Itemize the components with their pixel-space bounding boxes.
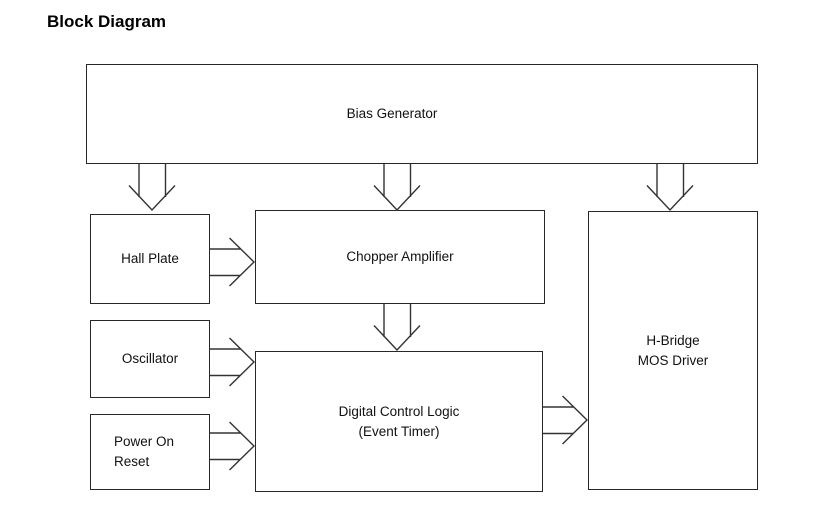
arrow-digital-control-logic-to-h-bridge-icon [543, 395, 589, 445]
block-chopper-amplifier: Chopper Amplifier [255, 210, 545, 304]
block-digital-control-logic: Digital Control Logic (Event Timer) [255, 351, 543, 492]
page-title: Block Diagram [47, 12, 167, 31]
block-hall-plate: Hall Plate [90, 214, 210, 304]
block-bias-generator: Bias Generator [86, 64, 758, 164]
arrow-bias-generator-to-hall-plate-icon [128, 164, 176, 212]
block-oscillator: Oscillator [90, 320, 210, 398]
block-label-line1: Digital Control Logic [338, 403, 460, 419]
arrow-bias-generator-to-h-bridge-icon [646, 164, 694, 212]
block-power-on-reset: Power On Reset [90, 414, 210, 490]
block-label-line2: (Event Timer) [358, 423, 440, 439]
block-label-line1: Power On [114, 434, 175, 449]
block-label-line2: MOS Driver [637, 352, 709, 368]
block-label: Oscillator [121, 351, 179, 366]
block-label: Hall Plate [121, 251, 179, 266]
block-label: Chopper Amplifier [346, 249, 454, 264]
block-h-bridge-mos-driver: H-Bridge MOS Driver [588, 211, 758, 490]
arrow-chopper-amplifier-to-digital-control-logic-icon [373, 304, 421, 352]
arrow-power-on-reset-to-digital-control-logic-icon [210, 421, 256, 471]
arrow-hall-plate-to-chopper-amplifier-icon [210, 237, 256, 287]
block-label: Bias Generator [346, 106, 438, 121]
arrow-oscillator-to-digital-control-logic-icon [210, 337, 256, 387]
block-label-line2: Reset [114, 454, 150, 469]
block-label-line1: H-Bridge [646, 332, 700, 348]
arrow-bias-generator-to-chopper-amplifier-icon [373, 164, 421, 212]
